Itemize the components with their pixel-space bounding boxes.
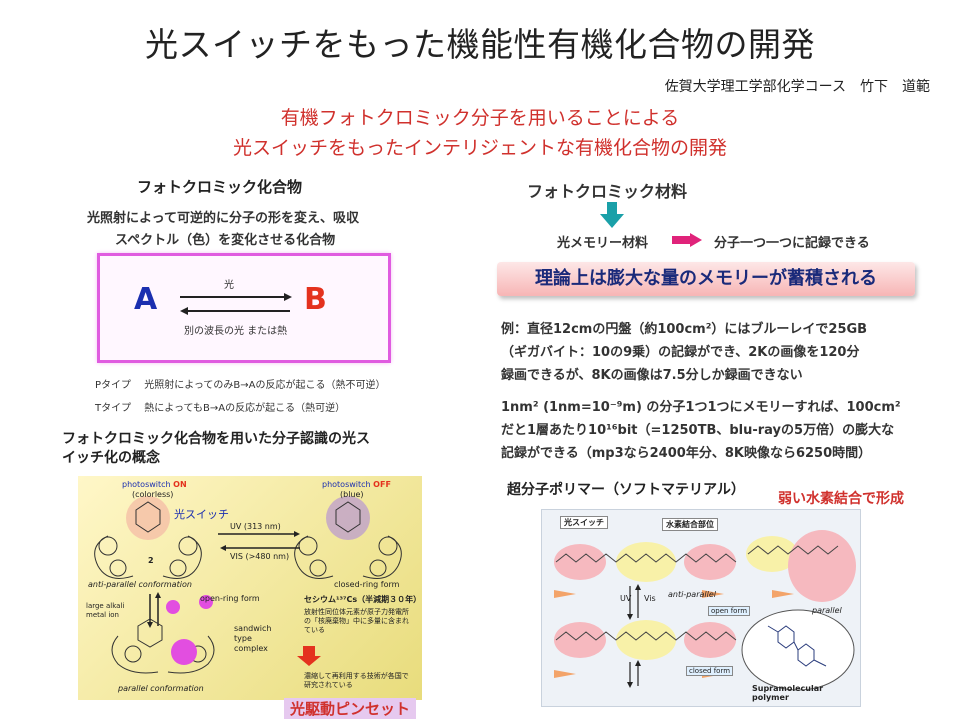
section-photochromic-compound-title: フォトクロミック化合物 [137,178,303,196]
scheme-top-label: 光 [224,280,234,291]
on-label: photoswitch ON [122,480,187,489]
alkali-label: large alkali metal ion [86,602,125,619]
supramolecular-polymer-figure: 光スイッチ 水素結合部位 UV Vis anti-parallel parall… [541,509,861,707]
right-arrow-icon [672,233,702,247]
anti-parallel-small: anti-parallel [668,590,716,599]
example-line-1: 例：直径12cmの円盤（約100cm²）にはブルーレイで25GB [501,322,868,337]
cesium-note: 放射性同位体元素が原子力発電所の「核廃棄物」中に多量に含まれている [304,608,409,634]
on-sub: (colorless) [132,490,174,499]
desc-line-2: スペクトル（色）を変化させる化合物 [115,233,336,248]
light-driven-tweezer-label: 光駆動ピンセット [284,698,417,719]
hbond-label: 弱い水素結合で形成 [778,491,904,507]
supramolecular-label: Supramolecular polymer [752,684,824,702]
section-recognition-title-line-2: イッチ化の概念 [62,450,160,466]
section-photochromic-desc: 光照射によって可逆的に分子の形を変え、吸収 スペクトル（色）を変化させる化合物 [87,208,359,252]
scheme-bottom-label: 別の波長の光 または熱 [184,326,288,337]
on-label-text: photoswitch [122,480,171,489]
vis-label: VIS (>480 nm) [230,552,290,561]
desc-line-1: 光照射によって可逆的に分子の形を変え、吸収 [87,211,359,226]
uv-label: UV (313 nm) [230,522,281,531]
section-recognition-title: フォトクロミック化合物を用いた分子認識の光ス イッチ化の概念 [62,430,370,468]
polymer-title: 超分子ポリマー（ソフトマテリアル） [507,482,745,498]
calc-paragraph: 1nm² (1nm=10⁻⁹m) の分子1つ1つにメモリーすれば、100cm² … [501,396,901,465]
switch-box-label: 光スイッチ [560,516,608,529]
open-form-label: open form [708,606,751,616]
calc-line-1: 1nm² (1nm=10⁻⁹m) の分子1つ1つにメモリーすれば、100cm² [501,400,901,415]
type-p-name: Pタイプ [95,380,132,391]
switch-label: 光スイッチ [174,508,229,521]
vis-small-label: Vis [644,594,656,603]
section-recognition-title-line-1: フォトクロミック化合物を用いた分子認識の光ス [62,431,370,447]
uv-small-label: UV [620,594,632,603]
example-line-3: 録画できるが、8Kの画像は7.5分しか録画できない [501,368,803,383]
type-p-desc: 光照射によってのみB→Aの反応が起こる（熱不可逆） [144,380,386,391]
equilibrium-arrows [180,293,292,315]
sandwich-label: sandwich type complex [234,624,272,653]
calc-line-2: だと1層あたり10¹⁶bit（=1250TB、blu-rayの5万倍）の膨大な [501,423,895,438]
memory-banner-text: 理論上は膨大な量のメモリーが蓄積される [535,268,877,289]
author-affiliation: 佐賀大学理工学部化学コース 竹下 道範 [664,79,930,95]
hbond-box-label: 水素結合部位 [662,518,718,531]
memory-banner: 理論上は膨大な量のメモリーが蓄積される [497,262,915,296]
record-label: 分子一つ一つに記録できる [714,236,870,251]
page-title: 光スイッチをもった機能性有機化合物の開発 [145,25,815,64]
type-t-name: Tタイプ [95,403,132,414]
example-paragraph: 例：直径12cmの円盤（約100cm²）にはブルーレイで25GB （ギガバイト：… [501,318,867,387]
down-arrow-icon [600,202,624,228]
subtitle-line-1: 有機フォトクロミック分子を用いることによる [280,107,680,129]
closed-form-label: closed form [686,666,734,676]
off-label-text: photoswitch [322,480,371,489]
material-title: フォトクロミック材料 [527,182,688,201]
molecule-drawing [94,496,402,674]
off-sub: (blue) [340,490,364,499]
photoswitch-tweezer-figure: photoswitch ON (colorless) photoswitch O… [78,476,422,700]
photochromic-scheme-box: A B 光 別の波長の光 または熱 [97,253,391,363]
example-line-2: （ギガバイト：10の9乗）の記録ができ、2Kの画像を120分 [501,345,860,360]
type-p: Pタイプ 光照射によってのみB→Aの反応が起こる（熱不可逆） [95,376,386,391]
parallel-small: parallel [812,606,842,615]
type-t: Tタイプ 熱によってもB→Aの反応が起こる（熱可逆） [95,399,345,414]
off-label-state: OFF [373,480,391,489]
subtitle-line-2: 光スイッチをもったインテリジェントな有機化合物の開発 [232,137,727,159]
compound-number: 2 [148,556,154,565]
type-t-desc: 熱によってもB→Aの反応が起こる（熱可逆） [144,403,346,414]
scheme-b: B [304,282,327,317]
closed-ring-label: closed-ring form [334,580,400,589]
recycle-note: 濃縮して再利用する技術が各国で研究されている [304,672,409,689]
on-label-state: ON [173,480,187,489]
parallel-label: parallel conformation [118,684,204,693]
off-label: photoswitch OFF [322,480,391,489]
polymer-drawing [554,530,856,691]
optical-memory-label: 光メモリー材料 [557,236,649,251]
cesium-label: セシウム¹³⁷Cs（半減期３０年） [304,595,422,604]
open-ring-label: open-ring form [200,594,260,603]
anti-parallel-label: anti-parallel conformation [88,580,192,589]
calc-line-3: 記録ができる（mp3なら2400年分、8K映像なら6250時間） [501,446,872,461]
scheme-a: A [134,282,158,317]
